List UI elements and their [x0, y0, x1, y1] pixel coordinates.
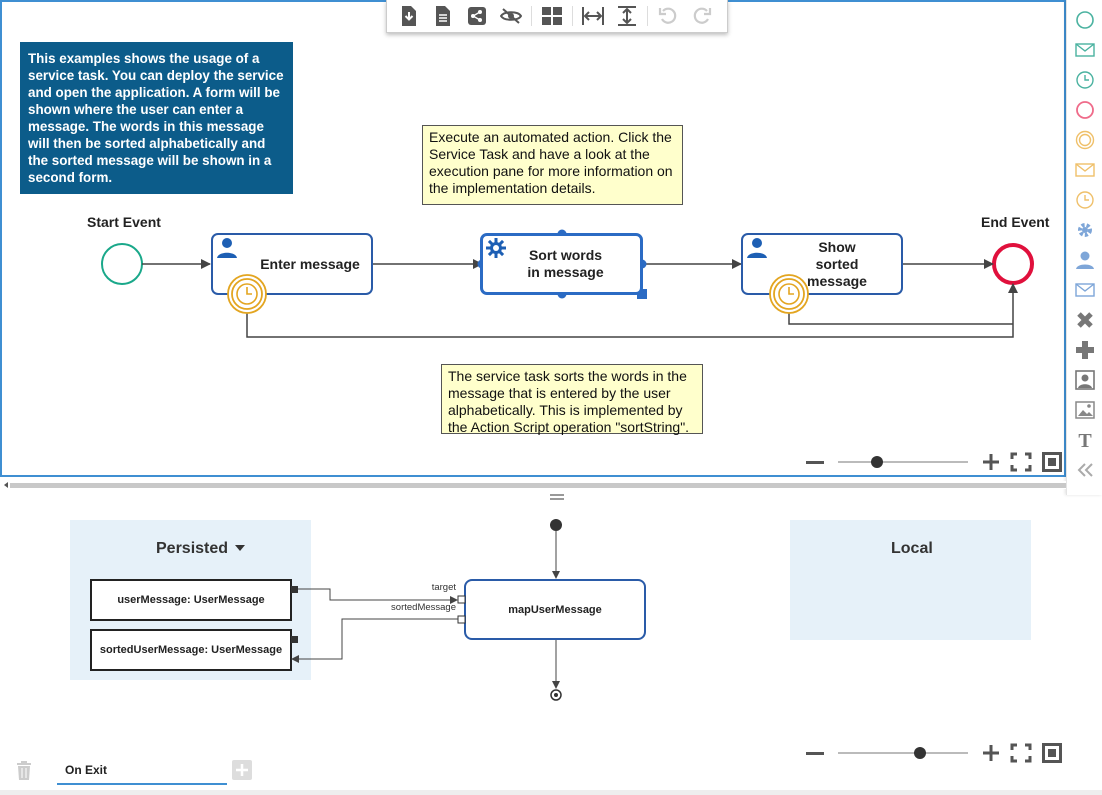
port-target[interactable] [457, 595, 466, 604]
horizontal-scrollbar[interactable] [10, 483, 1066, 488]
image-icon[interactable] [1073, 398, 1097, 422]
chevron-down-icon[interactable] [234, 544, 246, 552]
fullscreen-icon[interactable] [1010, 452, 1032, 472]
parallel-gateway-icon[interactable] [1073, 338, 1097, 362]
add-tab-icon[interactable] [232, 760, 252, 780]
variable-user-message[interactable]: userMessage: UserMessage [90, 579, 292, 621]
layout-icon[interactable] [538, 2, 566, 30]
fit-view-icon[interactable] [1042, 743, 1062, 763]
zoom-controls-bottom [806, 743, 1062, 763]
user-task-icon [217, 238, 237, 258]
persisted-title[interactable]: Persisted [156, 540, 229, 557]
mapping-end-node-dot [554, 693, 558, 697]
mapping-flows: target sortedMessage [291, 519, 562, 701]
resize-handle[interactable] [637, 289, 647, 299]
tab-on-exit[interactable]: On Exit [57, 763, 227, 785]
send-task-icon[interactable] [1073, 278, 1097, 302]
exclusive-gateway-icon[interactable] [1073, 308, 1097, 332]
scroll-left-icon[interactable] [2, 481, 10, 489]
user-task-icon[interactable] [1073, 248, 1097, 272]
task-show-sorted-label: Show sorted message [807, 238, 867, 289]
port-user-message-out[interactable] [291, 586, 298, 593]
resize-grip[interactable] [550, 494, 564, 500]
flow-timer2-to-end[interactable] [788, 312, 1013, 325]
redo-icon[interactable] [688, 2, 716, 30]
end-event-label: End Event [981, 214, 1050, 230]
trash-icon[interactable] [16, 761, 32, 780]
intermediate-event-icon[interactable] [1073, 128, 1097, 152]
mapping-link-sorted[interactable] [291, 618, 458, 663]
bottom-scrollbar[interactable] [0, 790, 1102, 795]
port-target-label: target [432, 582, 457, 593]
description-box[interactable]: This examples shows the usage of a servi… [20, 42, 293, 194]
start-event[interactable] [101, 243, 143, 285]
diagram-flows [101, 229, 1034, 338]
start-event-icon[interactable] [1073, 8, 1097, 32]
port-sorted-user-message[interactable] [291, 636, 298, 643]
undo-icon[interactable] [654, 2, 682, 30]
zoom-slider-thumb[interactable] [871, 456, 883, 468]
task-enter-message[interactable]: Enter message [211, 233, 373, 295]
timer-start-event-icon[interactable] [1073, 68, 1097, 92]
end-event-icon[interactable] [1073, 98, 1097, 122]
port-sorted-label: sortedMessage [391, 602, 456, 613]
pane-splitter[interactable] [0, 481, 1066, 489]
end-event[interactable] [992, 243, 1034, 285]
fit-height-icon[interactable] [613, 2, 641, 30]
local-panel [790, 520, 1031, 640]
share-icon[interactable] [463, 2, 491, 30]
message-intermediate-event-icon[interactable] [1073, 158, 1097, 182]
timer-boundary-event[interactable] [768, 273, 810, 315]
timer-boundary-event[interactable] [226, 273, 268, 315]
zoom-slider[interactable] [838, 747, 968, 759]
toolbar-divider [647, 6, 648, 26]
user-task-icon [747, 238, 767, 258]
variable-sorted-user-message[interactable]: sortedUserMessage: UserMessage [90, 629, 292, 671]
port-sorted-message[interactable] [457, 615, 466, 624]
flow-timer1-to-end[interactable] [246, 283, 1018, 338]
service-task-icon[interactable] [1073, 218, 1097, 242]
collapse-icon[interactable] [1073, 458, 1097, 482]
local-title: Local [891, 540, 933, 557]
zoom-slider-thumb[interactable] [913, 747, 926, 759]
zoom-out-button[interactable] [806, 751, 824, 755]
fit-view-icon[interactable] [1042, 452, 1062, 472]
start-event-label: Start Event [87, 214, 161, 230]
fit-width-icon[interactable] [579, 2, 607, 30]
user-lane-icon[interactable] [1073, 368, 1097, 392]
zoom-controls-top [806, 452, 1062, 472]
note-service-task[interactable]: Execute an automated action. Click the S… [422, 125, 683, 205]
zoom-in-button[interactable] [982, 744, 1000, 762]
document-icon[interactable] [429, 2, 457, 30]
zoom-out-button[interactable] [806, 460, 824, 464]
message-start-event-icon[interactable] [1073, 38, 1097, 62]
toolbar-divider [531, 6, 532, 26]
mapping-tabbar: On Exit [0, 752, 1102, 792]
map-user-message-node[interactable]: mapUserMessage [464, 579, 646, 640]
task-sort-words[interactable]: Sort words in message [480, 233, 643, 295]
diagram-toolbar [386, 0, 728, 33]
toolbar-divider [572, 6, 573, 26]
fullscreen-icon[interactable] [1010, 743, 1032, 763]
gear-icon [486, 238, 506, 258]
note-sort-string[interactable]: The service task sorts the words in the … [441, 364, 703, 435]
task-enter-message-label: Enter message [260, 255, 360, 272]
svg-text:T: T [1078, 430, 1092, 450]
element-palette: T [1066, 0, 1102, 495]
download-icon[interactable] [395, 2, 423, 30]
task-show-sorted[interactable]: Show sorted message [741, 233, 903, 295]
text-annotation-icon[interactable]: T [1073, 428, 1097, 452]
mapping-start-node[interactable] [550, 519, 562, 531]
zoom-slider[interactable] [838, 456, 968, 468]
hide-icon[interactable] [497, 2, 525, 30]
timer-intermediate-event-icon[interactable] [1073, 188, 1097, 212]
mapping-link-target[interactable] [298, 588, 458, 604]
task-sort-words-label: Sort words in message [527, 247, 604, 280]
zoom-in-button[interactable] [982, 453, 1000, 471]
